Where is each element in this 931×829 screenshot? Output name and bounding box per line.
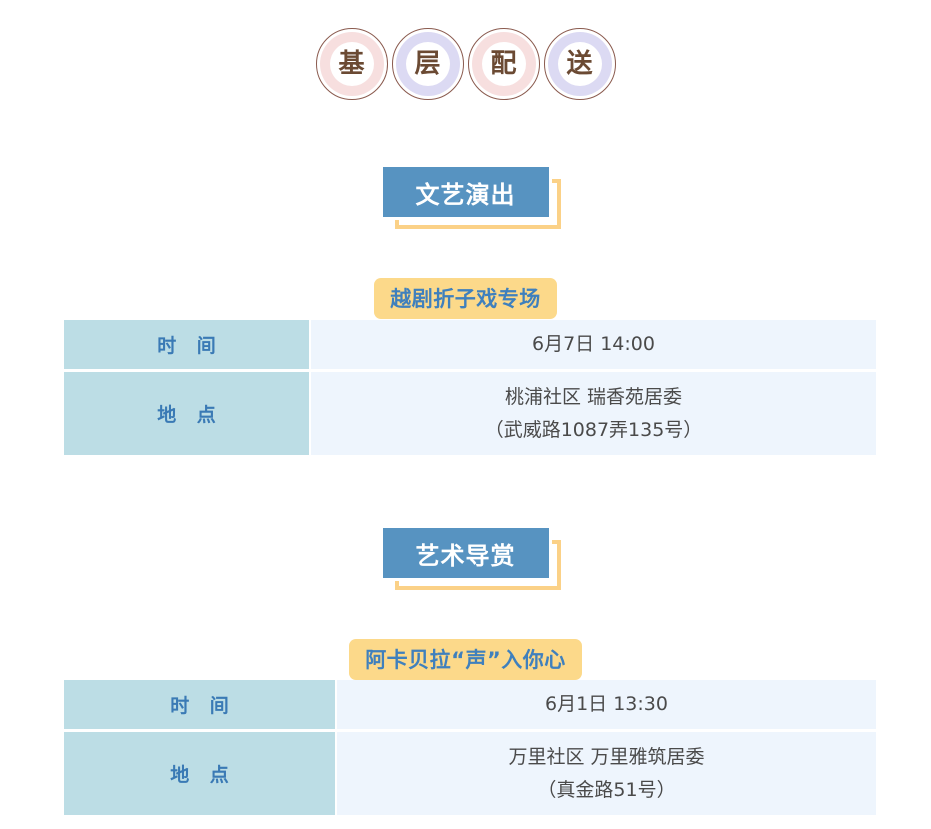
badge-ceng: 层 [391,28,464,100]
value-line: 桃浦社区 瑞香苑居委 [504,385,683,408]
event-info-table-2: 时 间 6月1日 13:30 地 点 万里社区 万里雅筑居委 （真金路51号） [62,677,878,818]
section-pill-wrap-2: 阿卡贝拉“声”入你心 [0,639,931,680]
table-row: 时 间 6月7日 14:00 [64,320,876,369]
event-title-pill: 阿卡贝拉“声”入你心 [349,639,582,680]
banner-plate: 艺术导赏 [382,528,549,578]
value-line: 6月7日 14:00 [532,333,655,355]
row-label-time: 时 间 [64,320,309,369]
banner-title: 艺术导赏 [415,541,516,570]
row-value-time: 6月7日 14:00 [311,320,876,369]
table-row: 地 点 桃浦社区 瑞香苑居委 （武威路1087弄135号） [64,372,876,455]
row-label-place: 地 点 [64,372,309,455]
badge-core [557,42,602,86]
badge-glyph: 配 [490,49,517,79]
badge-row: 基 层 配 送 [0,28,931,100]
row-value-time: 6月1日 13:30 [337,680,876,729]
banner-block: 文艺演出 [382,167,561,229]
badge-glyph: 层 [414,49,441,79]
badge-ji: 基 [315,28,388,100]
table-row: 时 间 6月1日 13:30 [64,680,876,729]
row-value-place: 桃浦社区 瑞香苑居委 （武威路1087弄135号） [311,372,876,455]
value-line: 万里社区 万里雅筑居委 [508,745,705,768]
banner-plate: 文艺演出 [382,167,549,217]
badge-core [405,42,450,86]
section-banner-1: 文艺演出 [0,167,931,229]
value-line: （武威路1087弄135号） [484,418,703,441]
badge-glyph: 送 [566,49,593,79]
badge-core [329,42,374,86]
badge-song: 送 [543,28,616,100]
banner-block: 艺术导赏 [382,528,561,590]
badge-glyph: 基 [338,49,365,79]
badge-core [481,42,526,86]
section-pill-wrap-1: 越剧折子戏专场 [0,278,931,319]
row-label-place: 地 点 [64,732,335,815]
table-row: 地 点 万里社区 万里雅筑居委 （真金路51号） [64,732,876,815]
value-line: 6月1日 13:30 [545,693,668,715]
row-value-place: 万里社区 万里雅筑居委 （真金路51号） [337,732,876,815]
event-title-pill: 越剧折子戏专场 [374,278,557,319]
row-label-time: 时 间 [64,680,335,729]
value-line: （真金路51号） [537,778,676,801]
section-banner-2: 艺术导赏 [0,528,931,590]
banner-title: 文艺演出 [415,180,516,209]
event-info-table-1: 时 间 6月7日 14:00 地 点 桃浦社区 瑞香苑居委 （武威路1087弄1… [62,317,878,458]
badge-pei: 配 [467,28,540,100]
